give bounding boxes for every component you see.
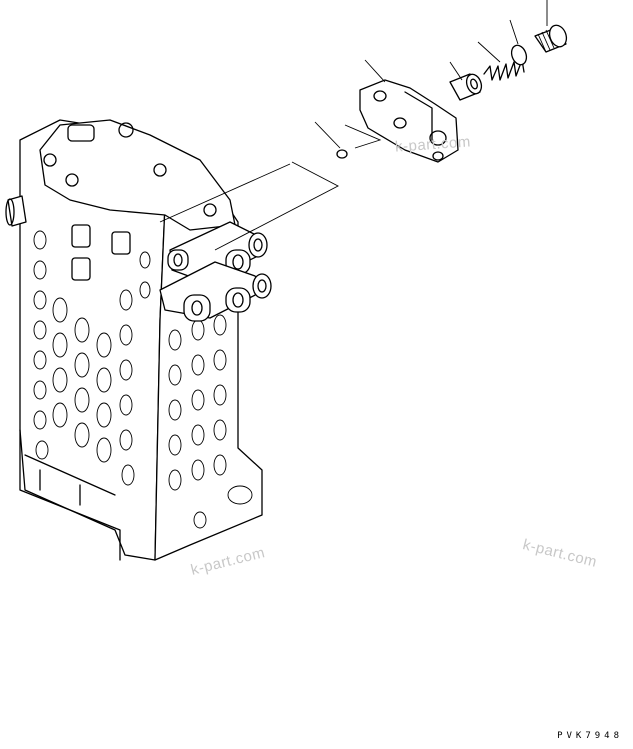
o-ring <box>510 44 528 66</box>
leader-lines <box>314 0 548 149</box>
plug <box>534 24 568 53</box>
valve-passages-left <box>33 230 151 486</box>
spool-caps <box>159 221 272 322</box>
piston <box>449 73 483 101</box>
drawing-code: PVK7948 <box>557 731 623 741</box>
control-valve-body <box>5 119 263 561</box>
valve-passages-right <box>168 314 253 529</box>
valve-cover-block <box>359 79 459 163</box>
o-ring-small <box>336 149 348 159</box>
alignment-lines <box>159 124 382 251</box>
spring <box>483 59 525 81</box>
